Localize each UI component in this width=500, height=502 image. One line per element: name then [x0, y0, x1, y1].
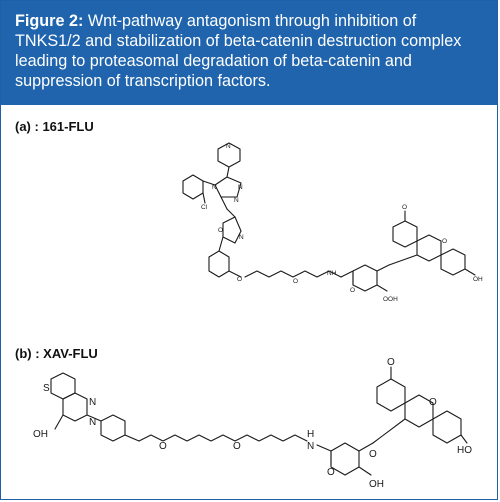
carboxyl-o-b: O	[369, 449, 377, 460]
amide-h: H	[307, 429, 314, 440]
pyrimidine-oh: OH	[33, 429, 48, 440]
xanthene-right-b	[432, 410, 462, 444]
panel-b-structure: S N N OH O O H N O OH O O O HO	[33, 357, 472, 490]
amide-nh: NH	[327, 270, 337, 277]
chloro-atom: Cl	[201, 204, 208, 211]
pyrimidine-ring	[62, 392, 88, 422]
oxadiazole-o: O	[218, 227, 223, 234]
xanthene-ho-b: HO	[457, 445, 472, 456]
carboxyl-oh-b: OH	[369, 479, 384, 490]
panel-a-label: (a) : 161-FLU	[15, 119, 94, 134]
ether-o1-b: O	[159, 441, 167, 452]
peg-chain-a	[244, 270, 342, 278]
sulfur-atom: S	[43, 383, 50, 394]
figure-label: Figure 2:	[15, 12, 84, 30]
panel-b-label: (b) : XAV-FLU	[15, 346, 98, 361]
triazole-n2: N	[234, 197, 239, 204]
amide-o: O	[350, 287, 355, 294]
chlorophenyl-ring	[182, 174, 204, 200]
oxadiazole-ring	[222, 216, 242, 244]
xanthene-ring-mid	[416, 234, 442, 262]
pyridine-n: N	[226, 143, 231, 150]
amide-o-b: O	[327, 467, 335, 478]
pyrimidine-n2: N	[89, 417, 96, 428]
amide-n: N	[307, 441, 314, 452]
pyrimidine-n1: N	[89, 397, 96, 408]
xanthene-bridge-o-b: O	[429, 397, 437, 408]
benzoic-ring	[352, 264, 378, 292]
figure-caption: Figure 2: Wnt-pathway antagonism through…	[1, 1, 497, 105]
phenyl-ring-b	[100, 414, 126, 442]
xanthene-ketone-o-b: O	[387, 357, 395, 368]
triazole-ring	[214, 176, 242, 198]
xanthene-bridge-o: O	[442, 238, 447, 245]
benzoic-ring-b	[330, 442, 360, 476]
xanthene-left-b	[376, 378, 406, 412]
ether-o1: O	[237, 276, 242, 283]
triazole-n1: N	[238, 184, 243, 191]
peg-chain-b	[138, 434, 308, 442]
triazole-n3: N	[212, 184, 217, 191]
pyridine-ring	[217, 142, 241, 168]
carboxyl: OOH	[383, 296, 398, 303]
figure-caption-text: Wnt-pathway antagonism through inhibitio…	[15, 12, 462, 90]
ether-o2-b: O	[233, 441, 241, 452]
xanthene-ring-right	[440, 248, 466, 276]
xanthene-ketone-o: O	[402, 204, 407, 211]
xanthene-ring-left	[392, 220, 418, 248]
ether-o2: O	[293, 278, 298, 285]
xanthene-oh: OH	[473, 276, 483, 283]
oxadiazole-n: N	[239, 234, 244, 241]
phenyl-ring	[208, 250, 230, 278]
panel-a-structure: N N N N Cl O N O O NH O OOH	[182, 142, 483, 303]
